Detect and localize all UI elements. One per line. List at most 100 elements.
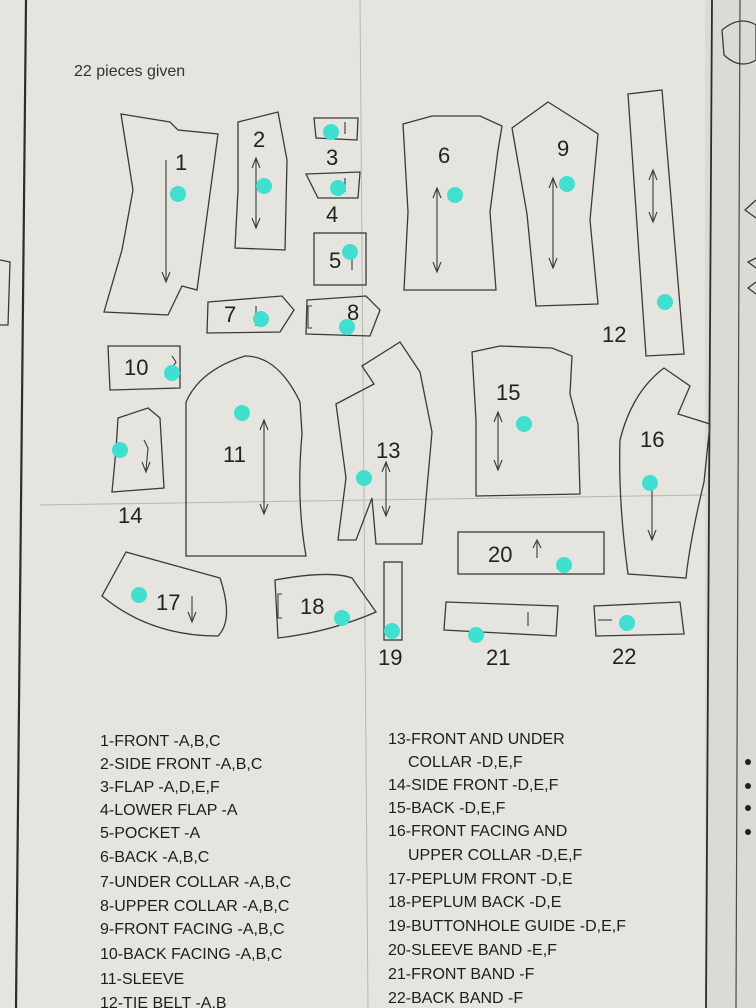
marker-dot-piece-13 [356,470,372,486]
right-margin-icon [721,20,756,65]
bullet-mark [745,783,751,789]
piece-number-18: 18 [300,594,324,619]
pattern-piece-7: 7 [206,295,295,334]
marker-dot-piece-11 [234,405,250,421]
legend-item: 1-FRONT -A,B,C [100,733,221,750]
piece-number-16: 16 [640,427,664,452]
marker-dot-piece-9 [559,176,575,192]
right-margin-arrow-2 [746,257,756,269]
pieces-caption: 22 pieces given [74,63,185,80]
piece-number-17: 17 [156,590,180,615]
legend-item: 6-BACK -A,B,C [100,849,209,866]
marker-dot-piece-15 [516,416,532,432]
marker-dot-piece-17 [131,587,147,603]
pattern-piece-2: 2 [234,111,288,251]
piece-number-2: 2 [253,127,265,152]
partial-piece-left-edge [0,259,11,326]
bullet-mark [745,805,751,811]
marker-dot-piece-2 [256,178,272,194]
right-margin-arrow-3 [746,281,756,295]
paper-edge-right [705,0,756,1008]
piece-number-4: 4 [326,202,338,227]
bullet-mark [745,759,751,765]
legend-item: 10-BACK FACING -A,B,C [100,946,282,963]
legend-item: COLLAR -D,E,F [408,754,523,771]
piece-number-15: 15 [496,380,520,405]
marker-dot-piece-21 [468,627,484,643]
piece-number-20: 20 [488,542,512,567]
right-margin-arrow [743,199,756,219]
pattern-piece-9: 9 [511,101,599,307]
marker-dot-piece-20 [556,557,572,573]
pattern-piece-6: 6 [402,115,503,291]
pattern-piece-20: 20 [457,531,605,575]
piece-number-19: 19 [378,645,402,670]
marker-dot-piece-19 [384,623,400,639]
piece-number-10: 10 [124,355,148,380]
piece-number-11: 11 [223,442,246,467]
pattern-piece-5: 5 [313,232,367,286]
pattern-piece-12: 12 [602,89,685,357]
piece-number-1: 1 [175,150,187,175]
right-border-line [705,0,713,1008]
piece-number-3: 3 [326,145,338,170]
pattern-piece-11: 11 [185,355,307,557]
piece-number-7: 7 [224,302,236,327]
legend-item: 3-FLAP -A,D,E,F [100,779,220,796]
legend-item: 5-POCKET -A [100,825,201,842]
legend-item: 20-SLEEVE BAND -E,F [388,942,557,959]
legend-item: 9-FRONT FACING -A,B,C [100,921,285,938]
legend-item: UPPER COLLAR -D,E,F [408,847,582,864]
marker-dot-piece-18 [334,610,350,626]
legend-item: 17-PEPLUM FRONT -D,E [388,871,573,888]
legend-item: 11-SLEEVE [100,971,184,988]
right-margin-bullets [745,759,751,835]
piece-number-5: 5 [329,248,341,273]
marker-dot-piece-16 [642,475,658,491]
pattern-piece-3: 3 [313,117,359,170]
marker-dot-piece-22 [619,615,635,631]
piece-number-12: 12 [602,322,626,347]
pattern-piece-8: 8 [305,295,381,337]
marker-dot-piece-10 [164,365,180,381]
legend-item: 2-SIDE FRONT -A,B,C [100,756,262,773]
legend-item: 7-UNDER COLLAR -A,B,C [100,874,291,891]
pattern-piece-15: 15 [471,345,581,497]
marker-dot-piece-7 [253,311,269,327]
far-right-line [735,0,741,1008]
marker-dot-piece-3 [323,124,339,140]
marker-dot-piece-12 [657,294,673,310]
pattern-piece-14: 14 [111,407,165,528]
bullet-mark [745,829,751,835]
legend-item: 19-BUTTONHOLE GUIDE -D,E,F [388,918,626,935]
marker-dots [112,124,673,643]
legend-item: 8-UPPER COLLAR -A,B,C [100,898,289,915]
legend-item: 18-PEPLUM BACK -D,E [388,894,561,911]
marker-dot-piece-8 [339,319,355,335]
pattern-piece-10: 10 [107,345,181,391]
piece-number-8: 8 [347,300,359,325]
pattern-piece-13: 13 [335,341,433,545]
legend-item: 4-LOWER FLAP -A [100,802,238,819]
piece-number-9: 9 [557,136,569,161]
legend-item: 12-TIE BELT -A,B [100,995,227,1008]
legend-item: 16-FRONT FACING AND [388,823,567,840]
legend-item: 13-FRONT AND UNDER [388,731,565,748]
left-border-line [14,0,28,1008]
marker-dot-piece-6 [447,187,463,203]
legend-item: 15-BACK -D,E,F [388,800,506,817]
pieces-legend-right: 13-FRONT AND UNDER COLLAR -D,E,F 14-SIDE… [388,731,626,1007]
pattern-piece-21: 21 [443,601,559,670]
pieces-legend-left: 1-FRONT -A,B,C 2-SIDE FRONT -A,B,C 3-FLA… [100,733,291,1008]
piece-number-21: 21 [486,645,510,670]
marker-dot-piece-4 [330,180,346,196]
piece-number-13: 13 [376,438,400,463]
piece-number-22: 22 [612,644,636,669]
pattern-piece-17: 17 [101,551,228,637]
pattern-piece-1: 1 [103,113,219,316]
pattern-piece-22: 22 [593,601,685,669]
pattern-piece-18: 18 [274,573,377,639]
legend-item: 14-SIDE FRONT -D,E,F [388,777,559,794]
legend-item: 22-BACK BAND -F [388,990,523,1007]
